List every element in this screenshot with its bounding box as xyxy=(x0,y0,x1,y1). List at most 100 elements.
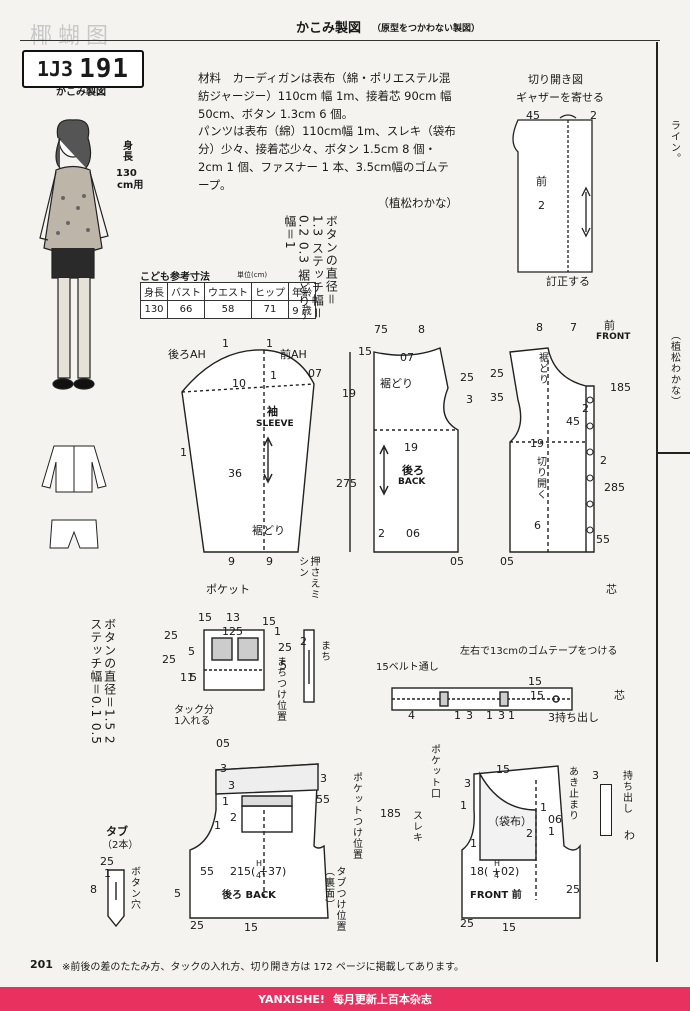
sleeve-back-ah: 後ろAH xyxy=(168,348,206,361)
size-value-cell: 66 xyxy=(167,300,205,319)
materials-credit: （植松わかな） xyxy=(377,195,459,210)
pants-front-bag: （袋布） xyxy=(488,815,532,828)
front-num: 8 xyxy=(536,321,543,334)
front-cut-open: 切り開く xyxy=(534,456,546,500)
front-num: 2 xyxy=(582,402,589,415)
materials-block: 材料 カーディガンは表布（綿・ポリエステル混紡ジャージー）110cm 幅 1m、… xyxy=(198,70,458,213)
sleeve-num: 1 xyxy=(270,369,277,382)
sleeve-num: 36 xyxy=(228,467,242,480)
pocket-num: 11 xyxy=(180,671,194,684)
sleeve-label-en: SLEEVE xyxy=(256,419,294,429)
pocket-tuck: タック分1入れる xyxy=(174,705,214,727)
pocket-num: 1 xyxy=(274,625,281,638)
front-label-en: FRONT xyxy=(596,332,631,342)
pocket-num: 15 xyxy=(198,611,212,624)
girl-illustration xyxy=(39,119,109,390)
size-header-cell: 年齢 xyxy=(288,282,316,301)
belt-loop: 15ベルト通し xyxy=(376,662,439,673)
cut-open-fix: 訂正する xyxy=(546,275,590,288)
belt-num: 3 xyxy=(466,709,473,722)
pocket-num: 5 xyxy=(190,671,197,684)
pocket-num: 13 xyxy=(226,611,240,624)
back-num: 25 xyxy=(460,371,474,384)
pants-back-formula: 215( +37) xyxy=(230,865,287,878)
pants-back-pocket-pos: ポケットつけ位置 xyxy=(350,772,362,860)
back-bodice-pattern xyxy=(349,347,459,553)
cut-open-diagram xyxy=(512,114,593,273)
belt-num: 1 xyxy=(454,709,461,722)
back-num: 05 xyxy=(450,555,464,568)
badge-caption: かこみ製図 xyxy=(56,87,106,98)
front-hem: 裾どり xyxy=(536,352,548,385)
pocket-gusset-pos: まちつけ位置 xyxy=(274,656,286,722)
cut-open-gather: ギャザーを寄せる xyxy=(516,91,604,104)
side-note-1: ライン。 xyxy=(668,120,680,164)
belt-note: 左右で13cmのゴムテープをつける xyxy=(460,646,618,657)
footer-brand: YANXISHE! xyxy=(258,992,325,1006)
back-num: 2 xyxy=(378,527,385,540)
back-hem-label: 裾どり xyxy=(380,377,413,390)
sleeve-num: 07 xyxy=(308,367,322,380)
pants-front-num: 2 xyxy=(526,827,533,840)
pants-front-extension-w: わ xyxy=(624,829,635,842)
side-note-2: （植松わかな） xyxy=(668,330,680,407)
pants-front-stop: あき止まり xyxy=(566,766,578,821)
sleeve-hem: 裾どり xyxy=(252,524,285,537)
front-interfacing: 芯 xyxy=(606,583,617,596)
pants-front-num: 1 xyxy=(540,801,547,814)
page-subtitle: （原型をつかわない製図） xyxy=(372,24,481,34)
back-label-jp: 後ろ xyxy=(402,464,424,477)
pants-front-num: 3 xyxy=(464,777,471,790)
sleeve-num: 1 xyxy=(266,337,273,350)
pants-front-formula: 18( +02) xyxy=(470,865,520,878)
height-value: 130 xyxy=(116,168,137,179)
back-num: 19 xyxy=(404,441,418,454)
front-num: 45 xyxy=(566,415,580,428)
pocket-num: 125 xyxy=(222,625,243,638)
pocket-num: 25 xyxy=(164,629,178,642)
pants-back-num: 15 xyxy=(244,921,258,934)
front-num: 2 xyxy=(600,454,607,467)
belt-interfacing: 芯 xyxy=(614,689,625,702)
belt-num: 1 xyxy=(486,709,493,722)
pocket-pattern xyxy=(203,629,315,703)
front-num: 6 xyxy=(534,519,541,532)
pants-front-num: 25 xyxy=(460,917,474,930)
back-num: 15 xyxy=(358,345,372,358)
belt-extension: 3持ち出し xyxy=(548,711,599,724)
height-label: 身長 xyxy=(120,140,132,162)
badge-number: 191 xyxy=(79,54,130,84)
pants-back-label: 後ろ BACK xyxy=(222,890,276,901)
pants-front-extension-piece xyxy=(600,784,612,836)
pants-front-num: 15 xyxy=(496,763,510,776)
materials-pants: パンツは表布（綿）110cm幅 1m、スレキ（袋布分）少々、接着芯少々、ボタン … xyxy=(198,124,456,192)
size-value-cell: 58 xyxy=(204,300,252,319)
back-label-en: BACK xyxy=(398,477,426,487)
pants-back-tab-pos: タブつけ位置（裏面） xyxy=(322,866,346,932)
pants-back-num: 2 xyxy=(230,811,237,824)
garment-sketches xyxy=(41,445,107,549)
front-num: 7 xyxy=(570,321,577,334)
front-num: 19 xyxy=(530,437,544,450)
pocket-num: 5 xyxy=(280,659,287,672)
pants-back-num: 1 xyxy=(214,819,221,832)
sleeve-front-ah: 前AH xyxy=(280,348,307,361)
tab-num: 1 xyxy=(104,867,111,880)
front-num: 285 xyxy=(604,481,625,494)
belt-num: 15 xyxy=(530,689,544,702)
badge-prefix: 1J3 xyxy=(36,57,74,81)
pocket-num: 25 xyxy=(278,641,292,654)
sleeve-num: 9 xyxy=(228,555,235,568)
pants-front-num: 25 xyxy=(566,883,580,896)
pants-back-num: 3 xyxy=(320,772,327,785)
pants-back-num: 55 xyxy=(316,793,330,806)
pants-pocket-mouth: ポケット口 xyxy=(428,744,440,799)
back-num: 3 xyxy=(466,393,473,406)
pocket-num: 5 xyxy=(188,645,195,658)
cut-open-front-label: 前 xyxy=(536,175,547,188)
back-num: 8 xyxy=(418,323,425,336)
sleeve-num: 1 xyxy=(222,337,229,350)
sleeve-pattern xyxy=(181,349,315,553)
pants-front-label: FRONT 前 xyxy=(470,890,522,901)
pocket-title: ポケット xyxy=(206,583,250,596)
